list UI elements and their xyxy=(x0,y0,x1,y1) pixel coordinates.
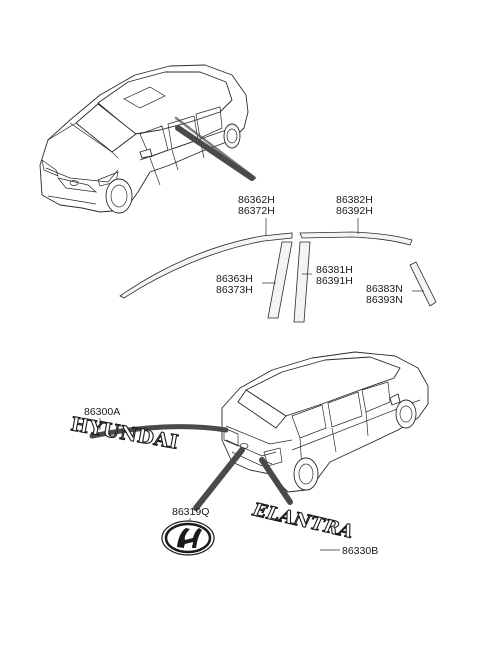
label-86392H: 86392H xyxy=(336,205,373,217)
hyundai-emblem: HYUNDAI xyxy=(69,413,181,455)
label-86373H: 86373H xyxy=(216,284,253,296)
pillar-moulding-rear xyxy=(293,241,311,323)
label-86330B: 86330B xyxy=(342,545,378,557)
band-86319Q xyxy=(193,447,245,511)
roof-moulding-rear xyxy=(299,231,413,246)
label-86382H: 86382H xyxy=(336,194,373,206)
pillar-moulding-front xyxy=(267,241,293,319)
elantra-badge: ELANTRA xyxy=(249,499,356,544)
hyundai-emblem-text: HYUNDAI xyxy=(69,413,180,454)
label-86363H: 86363H xyxy=(216,273,253,285)
label-86300A: 86300A xyxy=(84,406,120,418)
pillar-callout-band-2 xyxy=(174,116,257,180)
sedan-rear-view xyxy=(221,351,429,493)
label-86393N: 86393N xyxy=(366,294,403,306)
label-86319Q: 86319Q xyxy=(172,506,209,518)
roof-moulding-front xyxy=(119,232,293,299)
band-86300A xyxy=(89,424,229,439)
sedan-front-view xyxy=(39,64,249,214)
label-86362H: 86362H xyxy=(238,194,275,206)
label-86372H: 86372H xyxy=(238,205,275,217)
band-86330B xyxy=(259,457,293,505)
label-86391H: 86391H xyxy=(316,275,353,287)
h-logo-emblem xyxy=(161,520,215,556)
label-86381H: 86381H xyxy=(316,264,353,276)
elantra-badge-text: ELANTRA xyxy=(250,499,356,543)
label-86383N: 86383N xyxy=(366,283,403,295)
pillar-callout-band xyxy=(175,125,255,181)
rear-door-moulding xyxy=(409,261,437,307)
